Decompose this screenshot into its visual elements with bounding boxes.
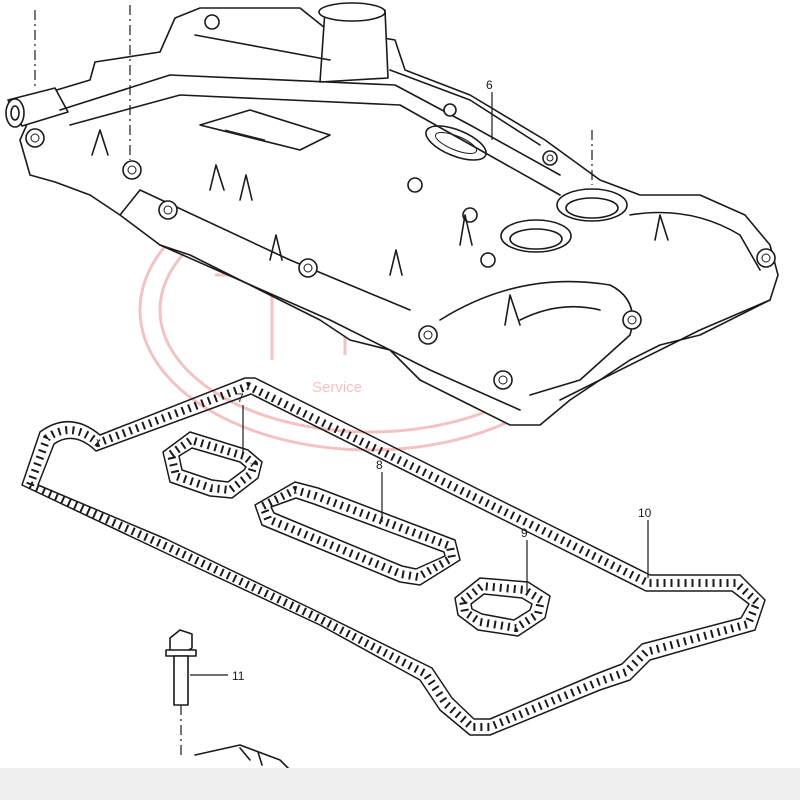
watermark-text: Service — [312, 379, 362, 396]
callout-7: 7 — [237, 391, 244, 455]
seal-7 — [162, 431, 263, 499]
callout-9: 9 — [521, 526, 528, 592]
callout-10: 10 — [638, 506, 652, 578]
valve-cover-gasket — [21, 377, 766, 736]
callout-6: 6 — [486, 78, 493, 140]
callout-label-8: 8 — [376, 458, 383, 472]
valve-cover — [5, 2, 779, 426]
callout-8: 8 — [376, 458, 383, 522]
seal-9 — [454, 577, 551, 637]
seal-8 — [254, 481, 461, 586]
bolt-11 — [165, 629, 197, 758]
partial-component — [194, 744, 291, 771]
footer-band — [0, 768, 800, 800]
callout-label-11: 11 — [232, 669, 245, 683]
bolt-bosses — [25, 14, 776, 390]
callout-label-9: 9 — [521, 526, 528, 540]
callout-label-10: 10 — [638, 506, 652, 520]
callout-11: 11 — [190, 669, 245, 683]
callout-label-6: 6 — [486, 78, 493, 92]
callout-label-7: 7 — [237, 391, 244, 405]
